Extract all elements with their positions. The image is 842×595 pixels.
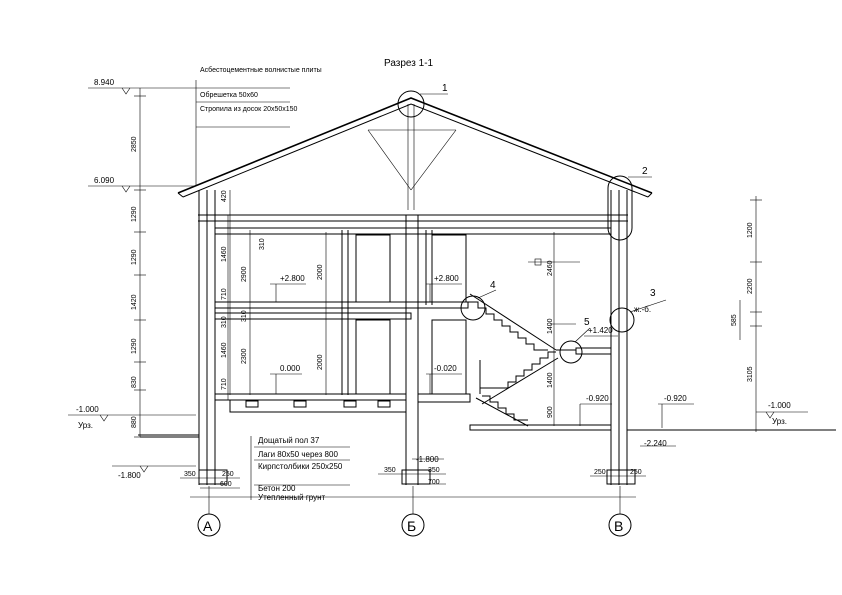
wall-dim-4: 2300 — [241, 348, 248, 364]
floor-notes: Дощатый пол 37 Лаги 80х50 через 800 Кирп… — [250, 436, 350, 502]
level-6090: 6.090 — [94, 176, 115, 185]
stair-dim-4: 900 — [547, 406, 554, 418]
fdim-2: 250 — [222, 471, 234, 478]
level-minus-2240: -2.240 — [644, 439, 667, 448]
right-dim-4: 3105 — [747, 366, 754, 382]
ground-label-right: Урз. — [772, 417, 787, 426]
floor-note-1: Дощатый пол 37 — [258, 436, 320, 445]
foundation-dimensions: 350 250 600 350 350 700 250 250 — [180, 467, 646, 489]
roof-note-1: Асбестоцементные волнистые плиты — [200, 66, 322, 74]
roof-note-3: Стропила из досок 20х50х150 — [200, 106, 298, 113]
wall-dim-3: 310 — [241, 310, 248, 322]
fdim-8: 250 — [630, 469, 642, 476]
doors — [355, 234, 467, 395]
axis-v: В — [614, 518, 623, 534]
right-dimensions: 1200 2200 585 3105 -1.000 Урз. — [731, 196, 808, 432]
level-minus-1000: -1.000 — [76, 405, 99, 414]
level-minus-1000-right: -1.000 — [768, 401, 791, 410]
interior-levels: +2.800 +2.800 0.000 -0.020 +1.420 -0.920… — [270, 274, 694, 464]
ground-label-left: Урз. — [78, 421, 93, 430]
inner-dim-1: 420 — [221, 190, 228, 202]
level-minus-0020: -0.020 — [434, 364, 457, 373]
level-1420: +1.420 — [588, 326, 613, 335]
inner-dim-6: 710 — [221, 378, 228, 390]
roof-notes: Асбестоцементные волнистые плиты Обрешет… — [195, 66, 322, 186]
left-dim-4: 1420 — [131, 294, 138, 310]
stair-dim-3: 1400 — [547, 372, 554, 388]
callout-5: 5 — [584, 317, 590, 328]
inner-dim-5: 1460 — [221, 342, 228, 358]
wall-dim-2: 2900 — [241, 266, 248, 282]
stair-dim-1: 2460 — [547, 260, 554, 276]
fdim-3: 600 — [220, 481, 232, 488]
level-8940: 8.940 — [94, 78, 115, 87]
level-minus-0920-outer: -0.920 — [664, 394, 687, 403]
drawing-title: Разрез 1-1 — [384, 58, 434, 69]
inner-dim-2: 1460 — [221, 246, 228, 262]
left-dim-7: 880 — [131, 416, 138, 428]
right-dim-2: 2200 — [747, 278, 754, 294]
callout-4: 4 — [490, 280, 496, 291]
wall-dim-1: 310 — [259, 238, 266, 250]
door-dim-lower: 2000 — [317, 354, 324, 370]
stair-dim-2: 1400 — [547, 318, 554, 334]
door-dim-upper: 2000 — [317, 264, 324, 280]
left-dimensions: 2850 1290 1290 1420 1290 830 880 8.940 6… — [68, 78, 196, 480]
axis-markers: А Б В — [197, 486, 632, 537]
floor-note-3: Кирпстолбики 250х250 — [258, 462, 343, 471]
left-dim-6: 830 — [131, 376, 138, 388]
right-dim-1: 1200 — [747, 222, 754, 238]
level-2800-left: +2.800 — [280, 274, 305, 283]
fdim-6: 700 — [428, 479, 440, 486]
axis-a: А — [203, 518, 213, 534]
floor-note-2: Лаги 80х50 через 800 — [258, 450, 338, 459]
left-dim-5: 1290 — [131, 338, 138, 354]
level-minus-1800-left: -1.800 — [118, 471, 141, 480]
left-dim-3: 1290 — [131, 249, 138, 265]
roof-tag: ж.-б. — [634, 305, 651, 314]
roof-note-2: Обрешетка 50х60 — [200, 91, 258, 99]
callouts: 1 2 3 ж.-б. 4 5 — [397, 83, 667, 364]
right-dim-3: 585 — [731, 314, 738, 326]
callout-3: 3 — [650, 288, 656, 299]
floor-note-5: Утепленный грунт — [258, 493, 326, 502]
fdim-1: 350 — [184, 471, 196, 478]
roof — [177, 97, 653, 222]
left-dim-2: 1290 — [131, 206, 138, 222]
inner-dim-4: 310 — [221, 316, 228, 328]
level-0000: 0.000 — [280, 364, 301, 373]
fdim-5: 350 — [428, 467, 440, 474]
floor-note-4: Бетон 200 — [258, 484, 296, 493]
level-minus-0920-inner: -0.920 — [586, 394, 609, 403]
inner-left-dimensions: 420 1460 710 310 1460 710 310 2900 310 2… — [221, 190, 580, 426]
callout-2: 2 — [642, 166, 648, 177]
inner-dim-3: 710 — [221, 288, 228, 300]
callout-1: 1 — [442, 83, 448, 94]
fdim-7: 250 — [594, 469, 606, 476]
fdim-4: 350 — [384, 467, 396, 474]
level-2800-right: +2.800 — [434, 274, 459, 283]
axis-b: Б — [407, 518, 416, 534]
stairs — [468, 293, 576, 427]
left-dim-1: 2850 — [131, 136, 138, 152]
slabs — [138, 227, 836, 438]
level-minus-1800-mid: -1.800 — [416, 455, 439, 464]
